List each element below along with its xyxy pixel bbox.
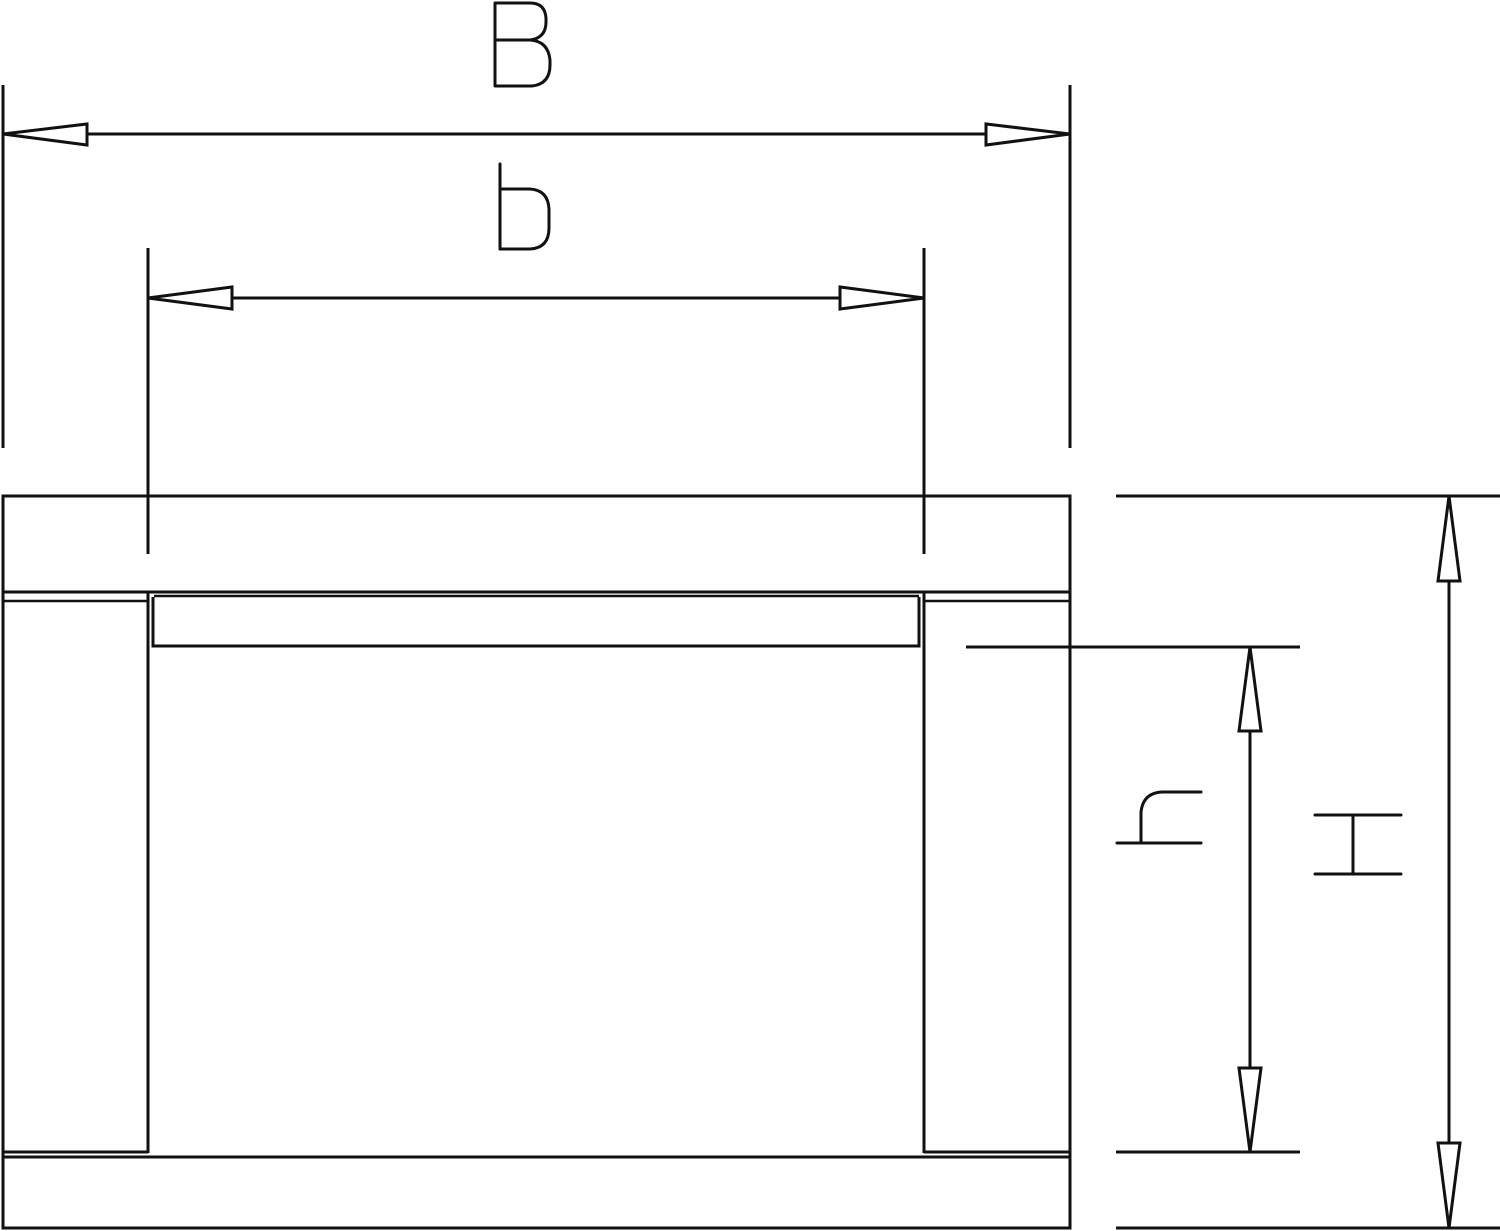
- profile-body: [1, 494, 1072, 1230]
- dimension-h: [966, 645, 1300, 1154]
- arrow-left-icon: [2, 122, 89, 147]
- arrow-up-icon: [1436, 495, 1462, 583]
- dimension-B: [1, 1, 1072, 448]
- arrow-left-icon: [147, 285, 234, 311]
- arrow-down-icon: [1237, 1066, 1263, 1153]
- dimension-b: [146, 162, 926, 554]
- arrow-right-icon: [838, 285, 925, 311]
- label-h-glyph: [1115, 790, 1203, 845]
- label-H-glyph: [1313, 813, 1403, 876]
- outer-outline: [1, 494, 1072, 1230]
- label-B-glyph: [493, 1, 552, 88]
- dimension-H: [1116, 494, 1500, 1230]
- label-b-glyph: [498, 162, 551, 251]
- arrow-down-icon: [1436, 1141, 1462, 1229]
- arrow-up-icon: [1237, 646, 1263, 733]
- lip-outline: [151, 597, 921, 648]
- arrow-right-icon: [984, 122, 1071, 147]
